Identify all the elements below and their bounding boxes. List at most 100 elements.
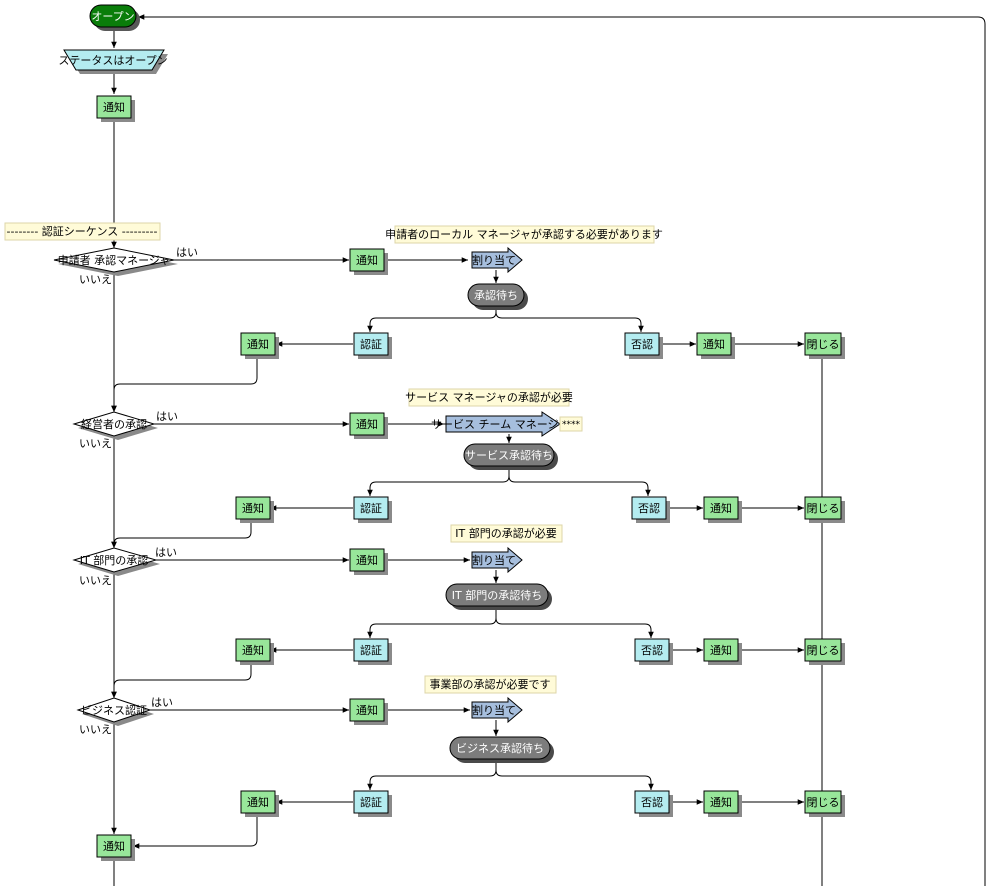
- assign-2-note: ****: [559, 416, 583, 432]
- notify-3-back-label: 通知: [242, 643, 264, 657]
- wait-4-label: ビジネス承認待ち: [456, 741, 544, 755]
- decision-business-approval[interactable]: ビジネス認証: [76, 697, 154, 726]
- notify-bottom-label: 通知: [103, 839, 125, 853]
- approve-1-label: 認証: [360, 337, 382, 351]
- notify-2-yes-label: 通知: [356, 417, 378, 431]
- notify-2-reject-label: 通知: [710, 501, 732, 515]
- note-stage-4: 事業部の承認が必要です: [424, 675, 557, 694]
- approve-3-label: 認証: [360, 643, 382, 657]
- notify-4-back[interactable]: 通知: [240, 790, 279, 817]
- wait-4[interactable]: ビジネス承認待ち: [449, 736, 554, 763]
- close-4[interactable]: 閉じる: [804, 790, 845, 817]
- decision-1-label: 申請者 承認マネージャ: [58, 253, 171, 267]
- wait-2-label: サービス承認待ち: [465, 448, 553, 462]
- note-stage-1: 申請者のローカル マネージャが承認する必要があります: [385, 225, 663, 244]
- wait-1[interactable]: 承認待ち: [467, 283, 528, 310]
- assign-2[interactable]: サービス チーム マネージャ: [431, 411, 569, 437]
- close-3-label: 閉じる: [807, 644, 840, 657]
- notify-bottom[interactable]: 通知: [96, 834, 135, 861]
- notify-1-reject-label: 通知: [703, 337, 725, 351]
- no-label-1: いいえ: [79, 273, 112, 286]
- start-node[interactable]: オープン: [89, 4, 140, 31]
- notify-4-reject[interactable]: 通知: [703, 790, 742, 817]
- notify-1-yes-label: 通知: [356, 253, 378, 267]
- notify-4-back-label: 通知: [247, 795, 269, 809]
- yes-label-3: はい: [155, 546, 177, 559]
- note-stage-3: IT 部門の承認が必要: [450, 524, 563, 543]
- start-label: オープン: [91, 10, 134, 23]
- close-1[interactable]: 閉じる: [804, 332, 845, 359]
- status-open-label: ステータスはオープン: [58, 54, 167, 67]
- approve-4[interactable]: 認証: [353, 790, 392, 817]
- approve-1[interactable]: 認証: [353, 332, 392, 359]
- close-2-label: 閉じる: [807, 502, 840, 515]
- notify-1-yes[interactable]: 通知: [349, 248, 388, 275]
- yes-label-2: はい: [156, 410, 178, 423]
- reject-1-label: 否認: [631, 337, 653, 351]
- notify-3-reject[interactable]: 通知: [703, 638, 742, 665]
- notify-2-reject[interactable]: 通知: [703, 496, 742, 523]
- reject-2[interactable]: 否認: [631, 496, 670, 523]
- sequence-note-label: -------- 認証シーケンス ---------: [7, 224, 158, 238]
- assign-4-label: 割り当て: [472, 703, 516, 717]
- notify-top-label: 通知: [103, 100, 125, 114]
- note-1-label: 申請者のローカル マネージャが承認する必要があります: [385, 227, 663, 241]
- reject-3[interactable]: 否認: [634, 638, 673, 665]
- notify-2-yes[interactable]: 通知: [349, 412, 388, 439]
- notify-3-back[interactable]: 通知: [235, 638, 274, 665]
- assign-3[interactable]: 割り当て: [471, 546, 523, 574]
- notify-top[interactable]: 通知: [96, 95, 135, 122]
- reject-4[interactable]: 否認: [634, 790, 673, 817]
- no-label-4: いいえ: [79, 723, 112, 736]
- close-1-label: 閉じる: [807, 338, 840, 351]
- no-label-2: いいえ: [79, 437, 112, 450]
- wait-1-label: 承認待ち: [474, 288, 518, 302]
- reject-2-label: 否認: [638, 501, 660, 515]
- decision-2-label: 経営者の承認: [81, 417, 147, 431]
- yes-label-4: はい: [151, 696, 173, 709]
- assign-1[interactable]: 割り当て: [471, 246, 523, 274]
- assign-4[interactable]: 割り当て: [471, 696, 523, 724]
- assign-2-label: サービス チーム マネージャ: [431, 418, 569, 431]
- wait-3-label: IT 部門の承認待ち: [452, 588, 542, 602]
- wait-2[interactable]: サービス承認待ち: [463, 443, 558, 470]
- close-4-label: 閉じる: [807, 796, 840, 809]
- notify-1-back[interactable]: 通知: [240, 332, 279, 359]
- decision-4-label: ビジネス認証: [81, 703, 147, 717]
- approve-2[interactable]: 認証: [353, 496, 392, 523]
- note-stage-2: サービス マネージャの承認が必要: [405, 388, 573, 407]
- approve-2-label: 認証: [360, 501, 382, 515]
- note-2-label: サービス マネージャの承認が必要: [405, 390, 573, 404]
- notify-3-reject-label: 通知: [710, 643, 732, 657]
- approve-3[interactable]: 認証: [353, 638, 392, 665]
- yes-label-1: はい: [176, 246, 198, 259]
- wait-3[interactable]: IT 部門の承認待ち: [445, 583, 552, 610]
- notify-4-yes[interactable]: 通知: [349, 698, 388, 725]
- notify-3-yes[interactable]: 通知: [349, 548, 388, 575]
- reject-1[interactable]: 否認: [624, 332, 663, 359]
- assign-1-label: 割り当て: [472, 253, 516, 267]
- notify-1-reject[interactable]: 通知: [696, 332, 735, 359]
- note-4-label: 事業部の承認が必要です: [430, 677, 551, 691]
- reject-4-label: 否認: [641, 795, 663, 809]
- status-open-check[interactable]: ステータスはオープン: [58, 49, 168, 74]
- reject-3-label: 否認: [641, 643, 663, 657]
- decision-requester-manager[interactable]: 申請者 承認マネージャ: [53, 247, 178, 276]
- connector-lines: [111, 14, 986, 886]
- notify-4-yes-label: 通知: [356, 703, 378, 717]
- no-label-3: いいえ: [79, 574, 112, 587]
- decision-executive-approval[interactable]: 経営者の承認: [72, 411, 158, 440]
- close-2[interactable]: 閉じる: [804, 496, 845, 523]
- approve-4-label: 認証: [360, 795, 382, 809]
- notify-2-back[interactable]: 通知: [235, 496, 274, 523]
- assign-2-note-label: ****: [562, 420, 581, 430]
- assign-3-label: 割り当て: [472, 553, 516, 567]
- notify-3-yes-label: 通知: [356, 553, 378, 567]
- sequence-note: -------- 認証シーケンス ---------: [4, 222, 161, 241]
- notify-4-reject-label: 通知: [710, 795, 732, 809]
- decision-it-approval[interactable]: IT 部門の承認: [72, 547, 160, 576]
- close-3[interactable]: 閉じる: [804, 638, 845, 665]
- notify-1-back-label: 通知: [247, 337, 269, 351]
- decision-3-label: IT 部門の承認: [80, 553, 148, 567]
